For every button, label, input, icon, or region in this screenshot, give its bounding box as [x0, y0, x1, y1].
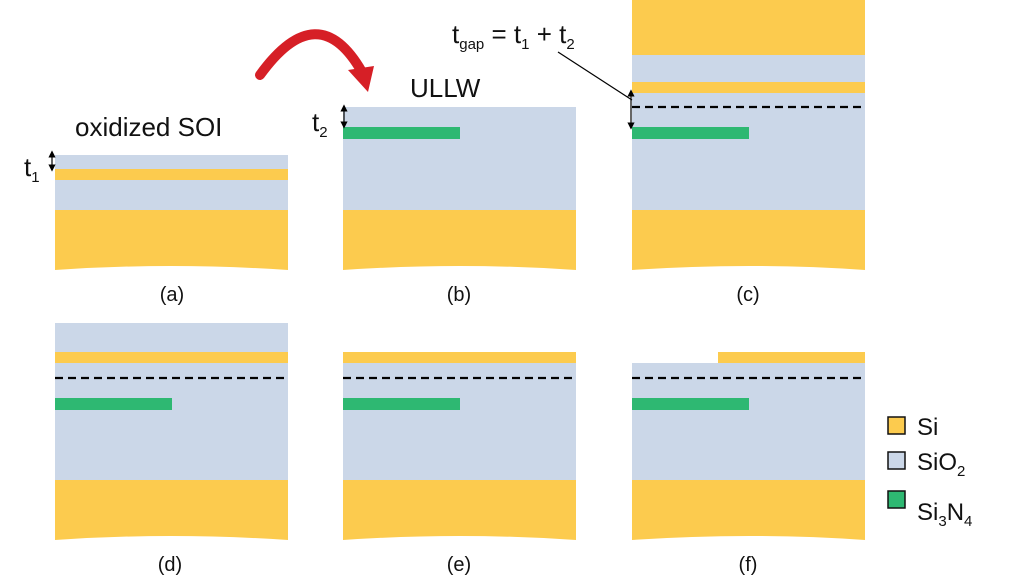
sio2-layer	[55, 155, 288, 210]
legend-label-si: Si	[917, 414, 938, 441]
panel-d: (d)	[55, 323, 288, 576]
sio2-upper	[55, 323, 288, 352]
panel-label-a: (a)	[160, 284, 184, 306]
legend-label-sio2: SiO2	[917, 449, 965, 480]
t2-label: t2	[312, 107, 328, 141]
si3n4-waveguide	[632, 127, 749, 139]
si-device-layer	[632, 82, 865, 93]
sio2-lower	[632, 93, 865, 210]
si-substrate	[632, 480, 865, 540]
legend-swatch-si3n4	[887, 490, 906, 509]
si3n4-waveguide	[343, 127, 460, 139]
si-substrate	[632, 210, 865, 270]
si3n4-waveguide	[343, 398, 460, 410]
si-substrate	[343, 480, 576, 540]
panel-b: t2 ULLW (b)	[312, 73, 576, 306]
sio2-lower	[343, 363, 576, 480]
legend-swatch-sio2	[887, 451, 906, 470]
sio2-lower	[55, 363, 288, 480]
panel-label-c: (c)	[736, 284, 759, 306]
si-device-layer	[55, 352, 288, 363]
tgap-equation: tgap = t1 + t2	[452, 19, 575, 53]
tgap-leader	[557, 51, 633, 101]
si-device-layer	[343, 352, 576, 363]
si-substrate	[55, 210, 288, 270]
flip-arrow	[255, 29, 367, 80]
panel-c: tgap = t1 + t2 (c)	[452, 0, 865, 306]
si-substrate	[343, 210, 576, 270]
t1-label: t1	[24, 152, 40, 186]
oxidized-soi-label: oxidized SOI	[75, 112, 222, 142]
si3n4-waveguide	[55, 398, 172, 410]
ullw-label: ULLW	[410, 73, 481, 103]
legend: Si SiO2 Si3N4	[887, 414, 972, 530]
legend-label-si3n4: Si3N4	[917, 499, 972, 530]
panel-f: (f)	[632, 352, 865, 576]
panel-label-f: (f)	[739, 554, 758, 576]
si-device-layer	[55, 169, 288, 180]
panel-e: (e)	[343, 352, 576, 576]
panel-label-d: (d)	[158, 554, 182, 576]
sio2-layer	[343, 107, 576, 210]
panel-label-e: (e)	[447, 554, 471, 576]
si-substrate	[55, 480, 288, 540]
sio2-lower	[632, 363, 865, 480]
panel-label-b: (b)	[447, 284, 471, 306]
si3n4-waveguide	[632, 398, 749, 410]
panel-a: t1 oxidized SOI (a)	[24, 112, 288, 306]
sio2-upper	[632, 55, 865, 82]
legend-swatch-si	[887, 416, 906, 435]
si-patterned	[718, 352, 865, 363]
si-top-handle	[632, 0, 865, 55]
flip-arrowhead	[348, 66, 374, 92]
